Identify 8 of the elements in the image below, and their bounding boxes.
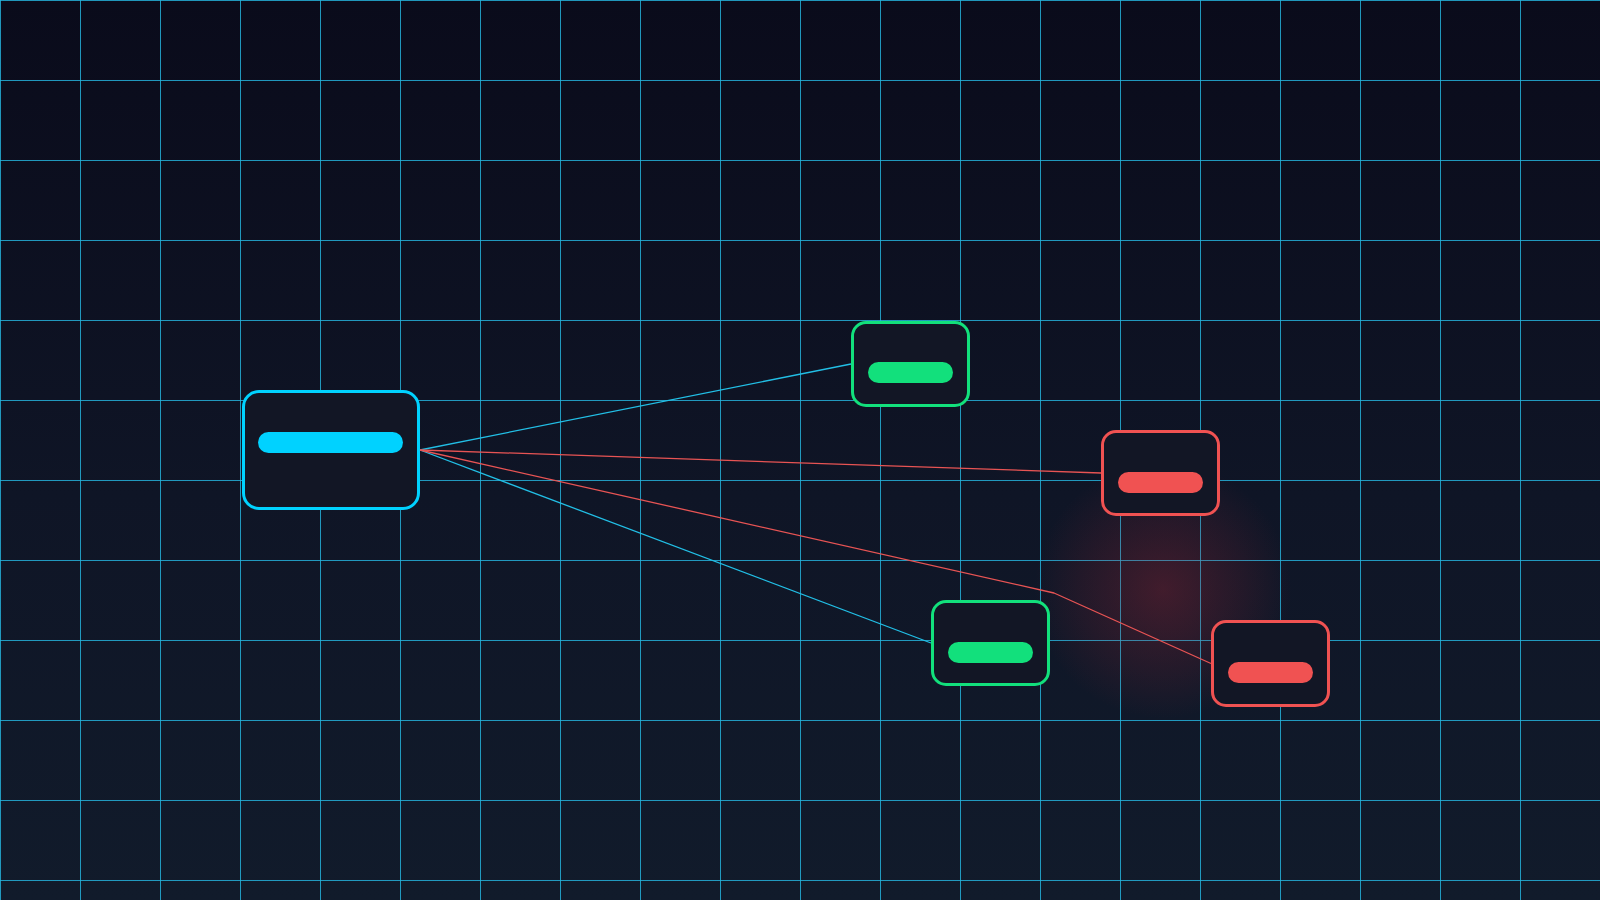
- node-card: [851, 321, 970, 407]
- connector-line: [419, 449, 1212, 665]
- connector-line: [419, 449, 1102, 474]
- node-card: [1211, 620, 1330, 707]
- node-card: [242, 390, 420, 510]
- node-card: [931, 600, 1050, 686]
- node-card: [1101, 430, 1220, 516]
- connector-line: [419, 449, 932, 644]
